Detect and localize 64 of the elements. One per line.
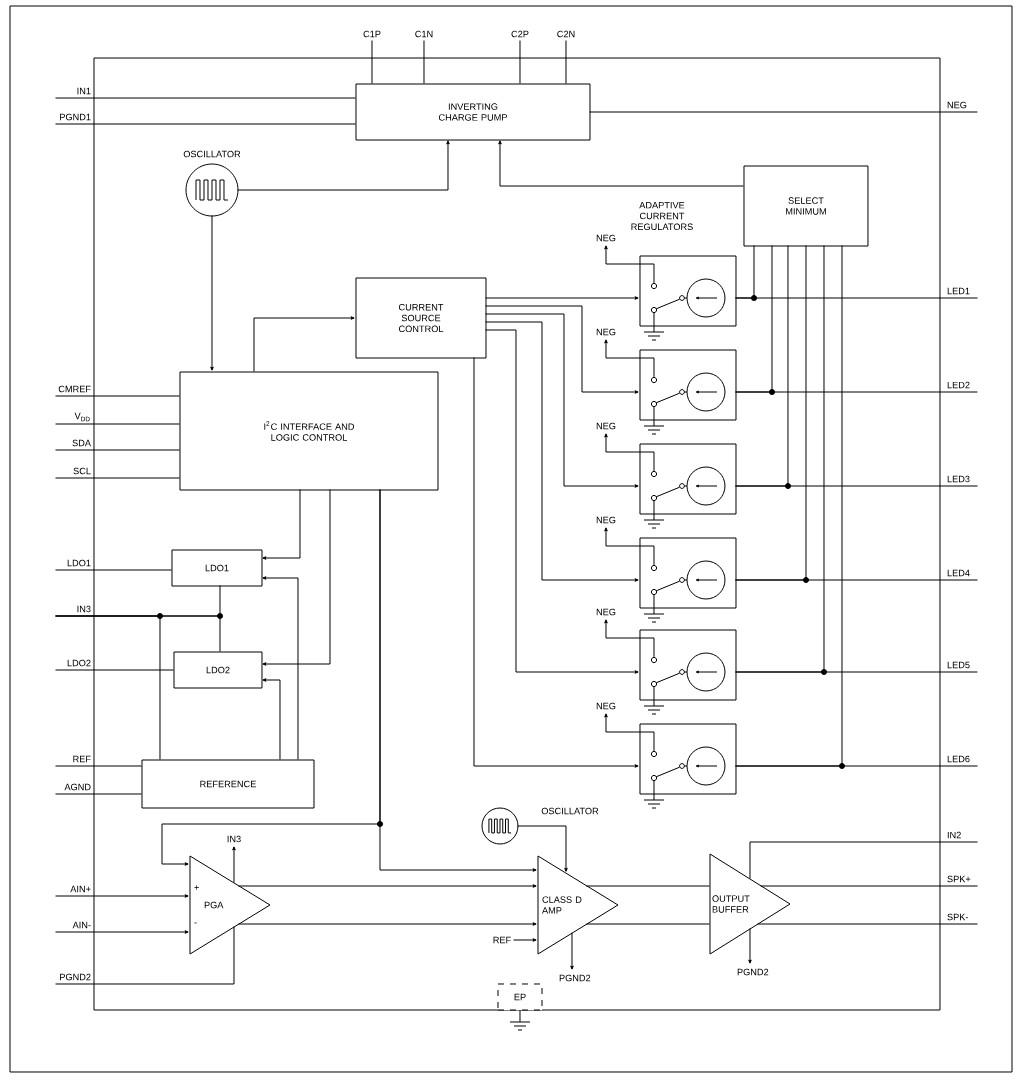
current-regulator [639,723,737,809]
connector [55,615,161,760]
connector [379,489,537,872]
connector [55,395,180,397]
connector [55,97,356,99]
connector [473,357,639,768]
connector [586,885,710,887]
connector [210,215,214,371]
connector [55,894,189,898]
connector [232,846,236,883]
connector [55,123,356,125]
connector [604,245,655,284]
connector [253,316,355,372]
connector [485,296,639,300]
connector [589,111,978,113]
connector [55,930,189,934]
connector [735,245,843,767]
current-regulator [639,629,737,715]
connector [237,140,450,191]
connector [604,339,655,378]
connector [55,449,180,451]
connector [485,329,639,674]
connector [485,313,639,488]
connector [604,713,655,752]
connector [604,619,655,658]
connector [498,140,744,187]
connector [570,932,574,970]
connector [423,40,425,84]
connector [55,477,180,479]
connector [55,669,174,671]
connector [262,489,331,666]
connector [55,569,172,571]
connector [735,245,807,581]
current-regulator [639,443,737,529]
connector [513,938,537,942]
connector [749,841,978,879]
connector [757,923,978,925]
connector [485,305,639,394]
connector [519,40,521,84]
connector [604,527,655,566]
connector [371,40,373,84]
connector [262,678,281,760]
current-regulator [639,537,737,623]
connector [517,825,568,872]
connector [55,765,142,767]
connector [735,245,773,393]
connector [262,576,299,760]
connector [604,433,655,472]
connector [55,423,180,425]
current-regulator [639,255,737,341]
connector [485,321,639,582]
connector [55,926,235,985]
connector [262,489,301,560]
current-regulator [639,349,737,435]
connector [586,923,710,925]
connector [238,922,537,926]
connector [238,884,537,888]
connector [735,245,755,299]
connector [748,928,752,964]
connector [760,885,978,887]
connector [735,245,789,487]
connector [735,245,825,673]
connector [55,793,142,795]
connector [565,40,567,84]
